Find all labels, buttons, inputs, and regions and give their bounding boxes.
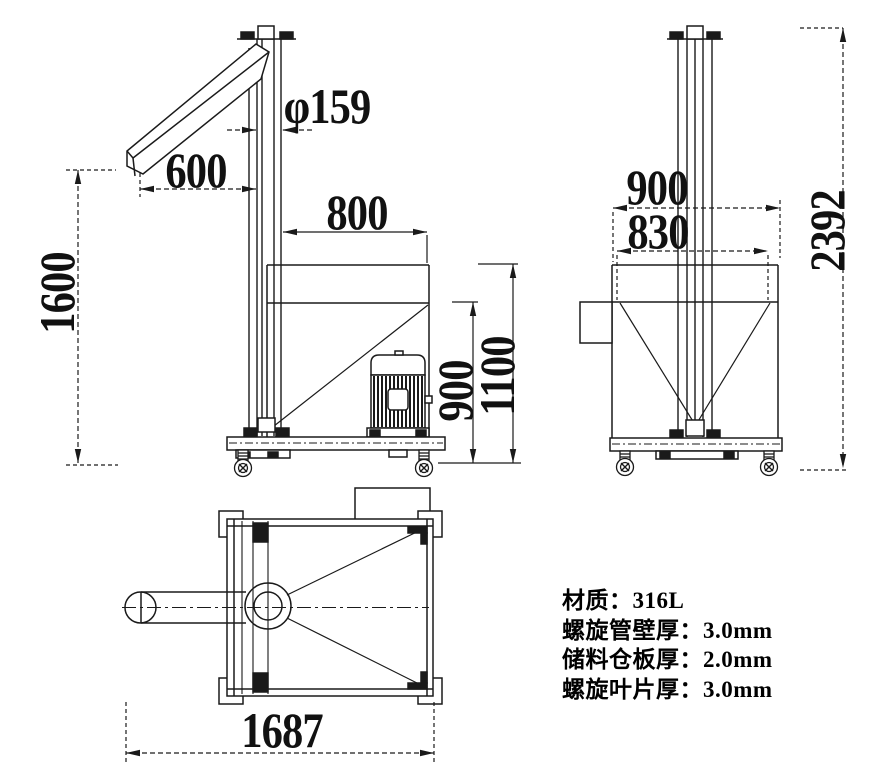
front-base-frame [226, 436, 446, 459]
dim-side-base-width: 900 [626, 159, 688, 215]
spec-line-hopper-plate: 储料仓板厚：2.0mm [562, 647, 773, 672]
front-view-drawing [66, 25, 521, 478]
front-caster-right [414, 449, 434, 478]
front-screw-tube [248, 39, 282, 436]
front-hopper [266, 264, 430, 437]
side-hopper [579, 264, 779, 438]
dim-side-inner-width: 830 [627, 203, 689, 259]
dim-hopper-width: 800 [326, 184, 388, 240]
side-base-frame [609, 437, 783, 460]
top-screw-tube-circle [244, 526, 428, 689]
spec-line-material: 材质：316L [562, 588, 685, 613]
side-top-bearing [667, 25, 723, 40]
front-caster-left [233, 449, 253, 478]
dim-discharge-height: 1600 [29, 252, 85, 334]
side-column [677, 39, 713, 437]
front-top-bearing [237, 25, 296, 40]
side-dimension-lines [612, 27, 848, 471]
spec-line-pipe-wall: 螺旋管壁厚：3.0mm [562, 617, 773, 643]
top-dimension-lines [125, 702, 435, 762]
motor-nameplate [387, 388, 409, 411]
side-caster-left [615, 450, 635, 477]
front-dimension-lines [66, 126, 521, 466]
side-view-drawing [579, 25, 848, 477]
side-inlet-box [579, 301, 613, 344]
dim-total-height: 2392 [799, 190, 855, 272]
dim-tube-diameter: φ159 [283, 78, 372, 134]
front-bottom-coupling [243, 417, 290, 437]
spec-text-block: 材质：316L 螺旋管壁厚：3.0mm 储料仓板厚：2.0mm 螺旋叶片厚：3.… [562, 586, 773, 704]
spec-line-flight-thickness: 螺旋叶片厚：3.0mm [562, 676, 773, 702]
dim-overall-length: 1687 [241, 702, 323, 758]
side-caster-right [759, 450, 779, 477]
dim-hopper-total-height: 1100 [469, 336, 525, 416]
side-bottom-coupling [669, 419, 721, 439]
discharge-chute [126, 43, 270, 177]
motor [366, 350, 433, 438]
top-view-drawing [122, 487, 443, 762]
dim-chute-length: 600 [165, 142, 227, 198]
